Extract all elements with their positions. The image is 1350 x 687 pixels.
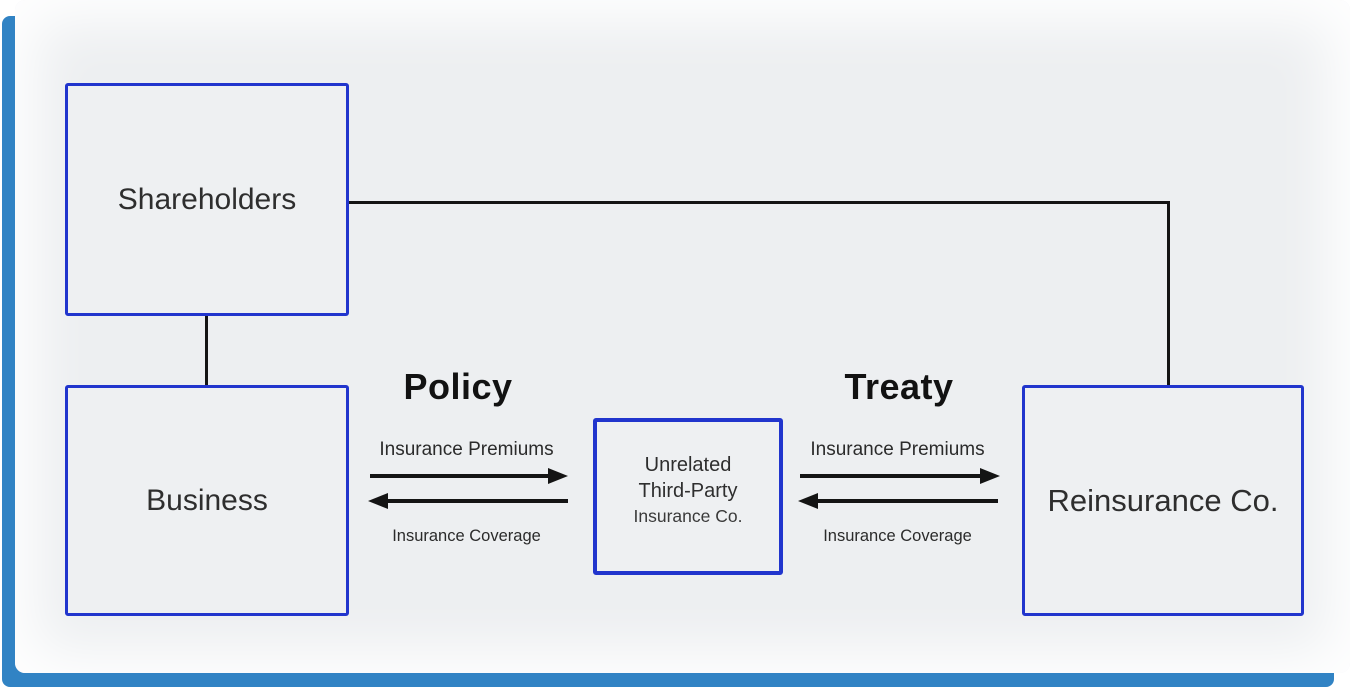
connector-shareholders-business [205,315,208,385]
arrow-right-icon [370,468,568,484]
arrow-left-icon [798,493,998,509]
treaty-title: Treaty [844,366,954,407]
arrow-right-icon [800,468,1000,484]
node-third-party-insurance: Unrelated Third-Party Insurance Co. [593,418,783,575]
node-shareholders: Shareholders [65,83,349,316]
connector-shareholders-reinsurance-vertical [1167,201,1170,385]
third-party-line3: Insurance Co. [633,505,743,526]
policy-coverage-label: Insurance Coverage [392,527,541,545]
reinsurance-label: Reinsurance Co. [1047,482,1279,518]
third-party-line2: Third-Party [638,479,738,502]
treaty-premiums-label: Insurance Premiums [810,439,985,460]
node-business: Business [65,385,349,616]
business-label: Business [146,483,268,517]
connector-shareholders-reinsurance-horizontal [348,201,1170,204]
node-reinsurance: Reinsurance Co. [1022,385,1304,616]
shareholders-label: Shareholders [117,182,297,216]
arrow-left-icon [368,493,568,509]
policy-premiums-label: Insurance Premiums [379,439,554,460]
treaty-coverage-label: Insurance Coverage [823,527,972,545]
third-party-line1: Unrelated [644,453,732,476]
policy-title: Policy [403,366,513,407]
